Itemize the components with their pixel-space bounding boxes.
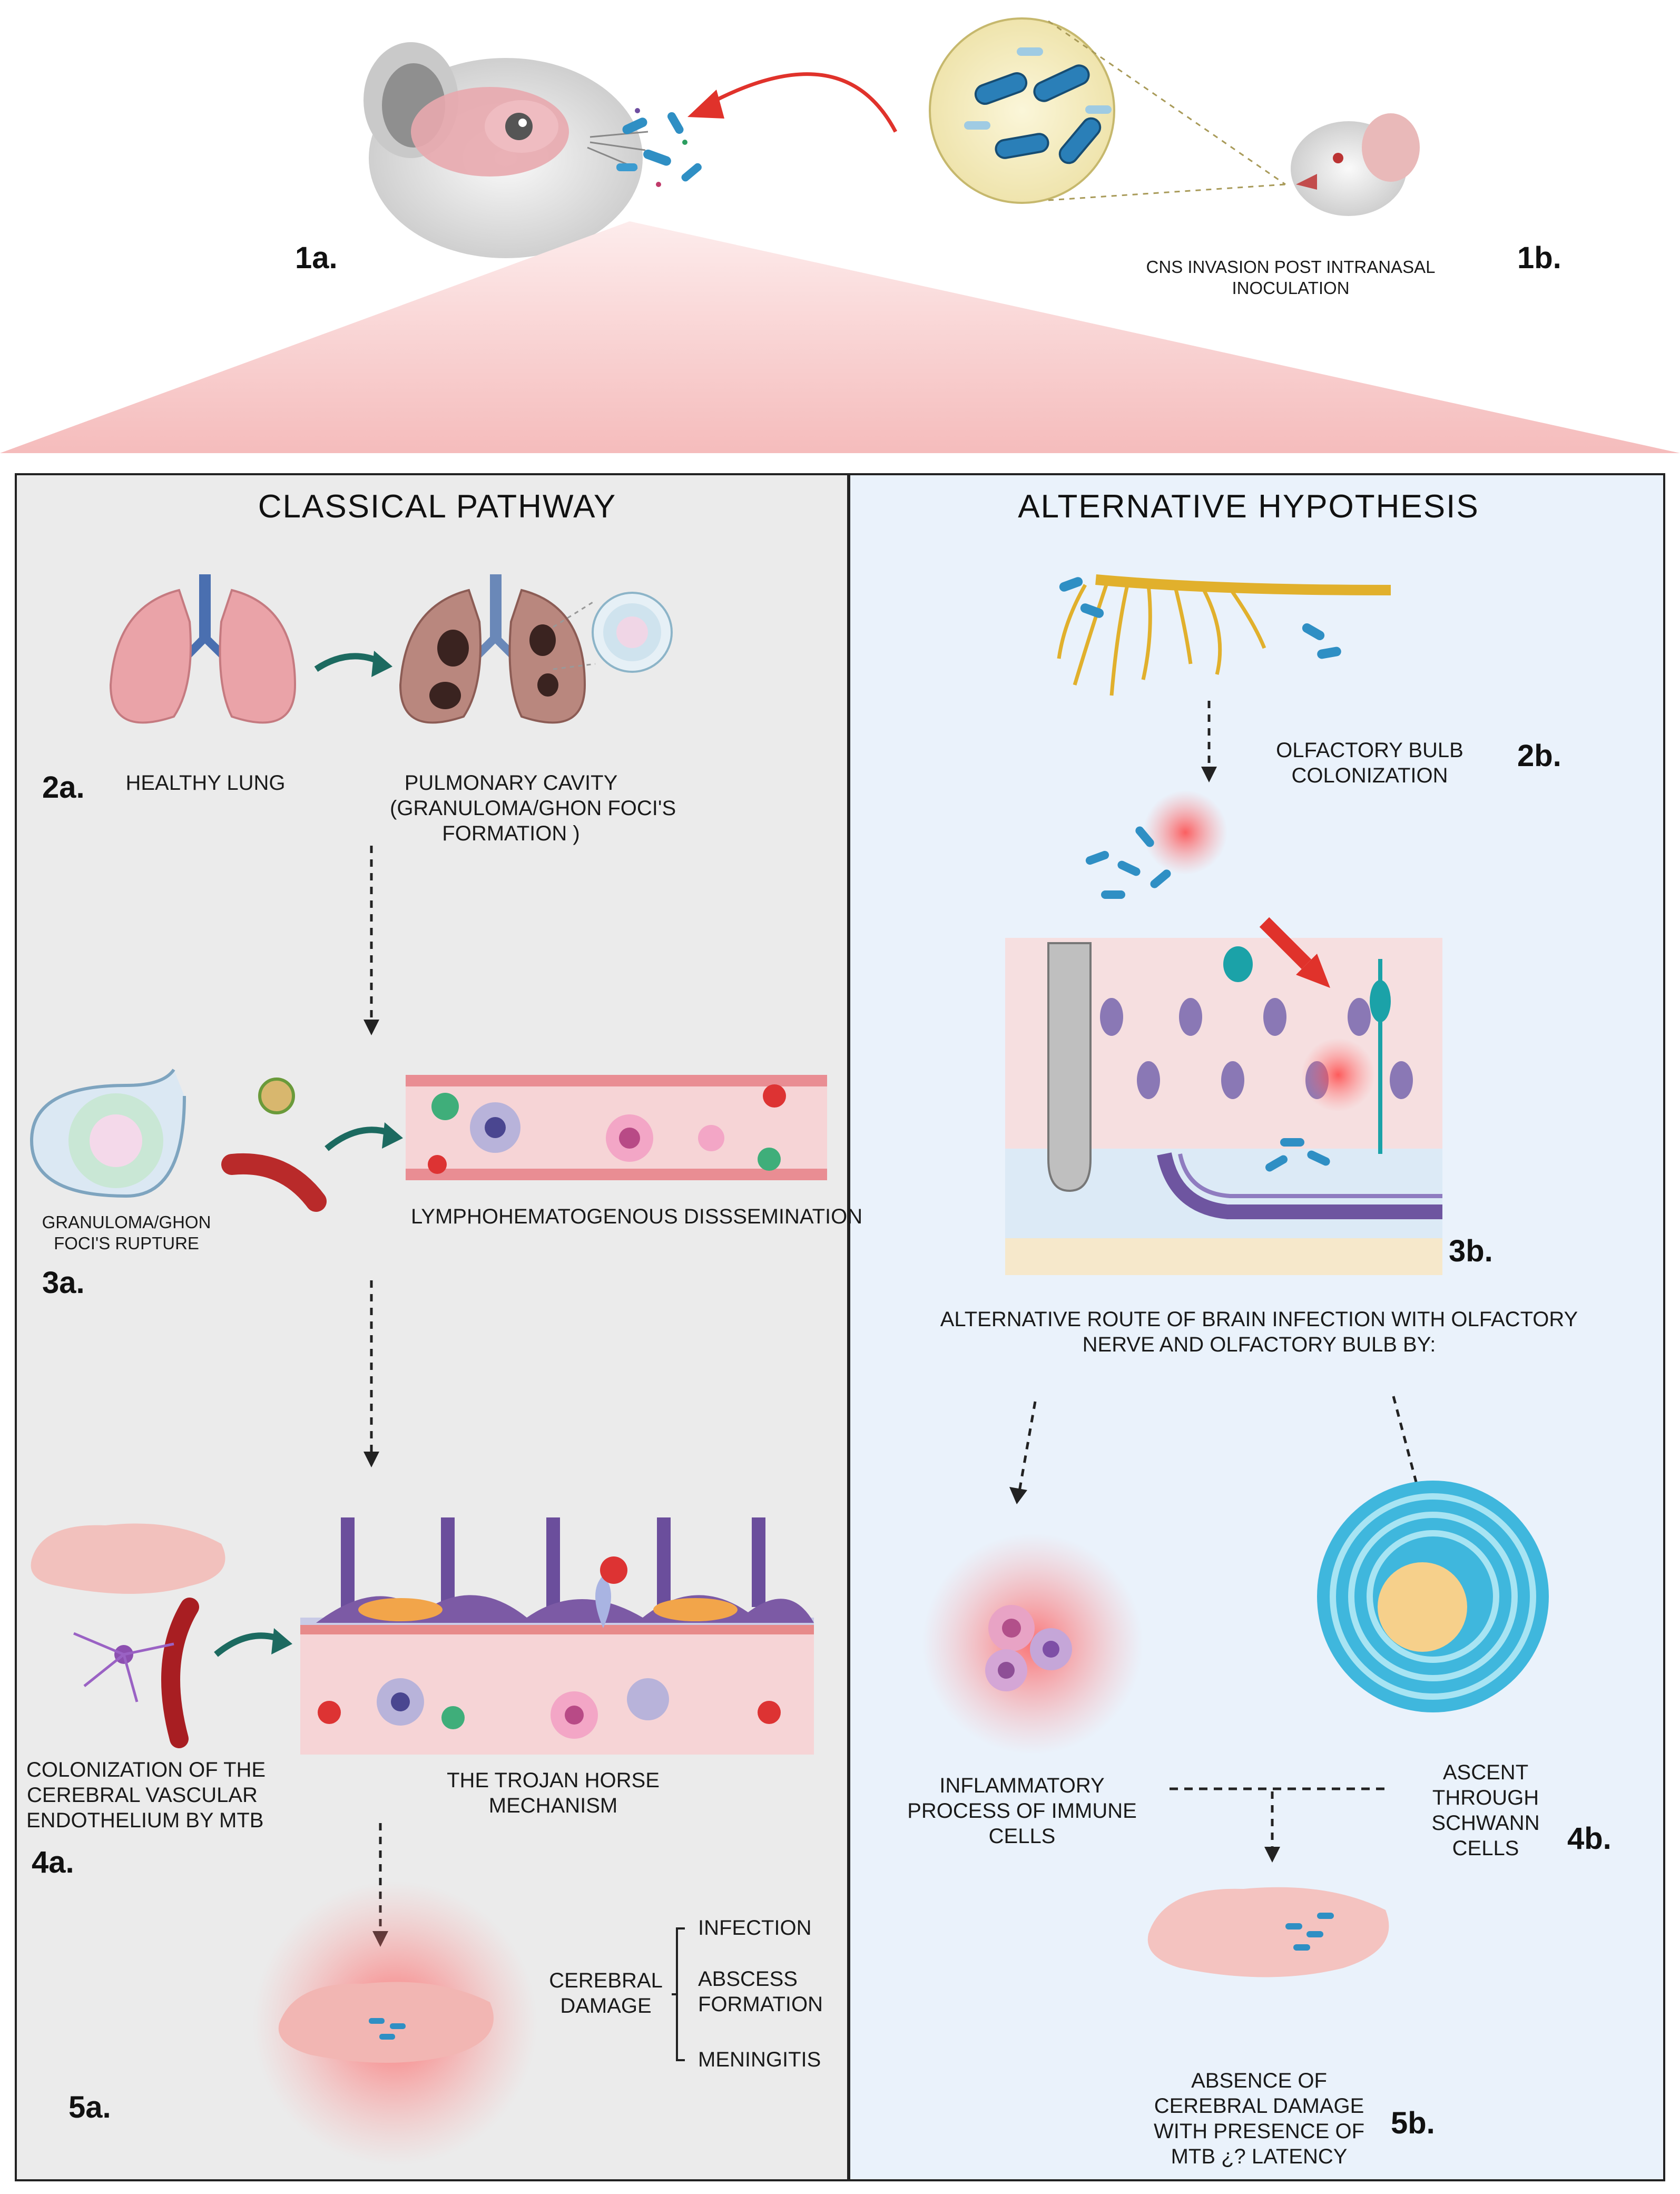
olfactory-bulb-label: OLFACTORY BULB COLONIZATION <box>1276 739 1463 787</box>
bacteria-icon <box>929 17 1115 204</box>
damage-item-formation: FORMATION <box>698 1993 823 2016</box>
step-label-1a: 1a. <box>295 241 338 275</box>
bacteria-icon <box>1085 826 1171 899</box>
dissemination-label: LYMPHOHEMATOGENOUS DISSSEMINATION <box>411 1205 863 1228</box>
step-label-5b: 5b. <box>1391 2106 1435 2140</box>
step-label-4b: 4b. <box>1567 1821 1612 1856</box>
granuloma-icon <box>553 592 673 673</box>
lung-icon <box>399 574 586 724</box>
rupture-label: GRANULOMA/GHON FOCI'S RUPTURE <box>42 1212 211 1253</box>
granuloma-icon <box>30 1069 186 1198</box>
step-label-5a: 5a. <box>68 2090 111 2124</box>
neuron-icon <box>73 1598 199 1748</box>
brain-icon <box>278 1982 494 2063</box>
mouse-icon <box>1291 113 1420 216</box>
step-label-4a: 4a. <box>32 1845 74 1879</box>
healthy-lung-label: HEALTHY LUNG <box>125 771 286 795</box>
schwann-cell-icon <box>1317 1481 1549 1712</box>
inflammatory-process-label: INFLAMMATORY PROCESS OF IMMUNE CELLS <box>907 1774 1137 1848</box>
absence-of-damage-label: ABSENCE OF CEREBRAL DAMAGE WITH PRESENCE… <box>1153 2069 1365 2168</box>
step-label-3b: 3b. <box>1449 1234 1493 1268</box>
classical-pathway-title: CLASSICAL PATHWAY <box>258 488 617 525</box>
ascent-label: ASCENT THROUGH SCHWANN CELLS <box>1431 1761 1540 1860</box>
olfactory-nerve-icon <box>1057 574 1391 696</box>
pulmonary-cavity-label: PULMONARY CAVITY (GRANULOMA/GHON FOCI'S … <box>390 771 676 845</box>
blood-vessel-icon <box>300 1517 814 1755</box>
alternative-route-label: ALTERNATIVE ROUTE OF BRAIN INFECTION WIT… <box>940 1308 1578 1356</box>
brain-icon <box>31 1523 225 1594</box>
bacteria-icon <box>616 108 702 187</box>
cerebral-damage-label: CEREBRAL DAMAGE <box>549 1969 663 2017</box>
cns-invasion-label: CNS INVASION POST INTRANASAL INOCULATION <box>1146 257 1436 298</box>
mouse-head-icon <box>363 42 649 258</box>
brain-icon <box>1147 1887 1389 1977</box>
immune-cell-icon <box>985 1605 1072 1691</box>
colonization-label: COLONIZATION OF THE CEREBRAL VASCULAR EN… <box>26 1758 266 1832</box>
damage-item-meningitis: MENINGITIS <box>698 2048 821 2071</box>
step-label-3a: 3a. <box>42 1266 85 1300</box>
damage-item-abscess: ABSCESS <box>698 1967 798 1991</box>
blood-vessel-icon <box>221 1078 327 1212</box>
step-label-2a: 2a. <box>42 770 85 805</box>
alternative-hypothesis-title: ALTERNATIVE HYPOTHESIS <box>1018 488 1479 525</box>
olfactory-epithelium <box>1005 938 1442 1275</box>
damage-item-infection: INFECTION <box>698 1916 812 1940</box>
step-label-1b: 1b. <box>1517 241 1561 275</box>
lung-icon <box>109 574 297 724</box>
step-label-2b: 2b. <box>1517 739 1561 773</box>
trojan-horse-label: THE TROJAN HORSE MECHANISM <box>447 1769 660 1817</box>
blood-vessel-icon <box>406 1075 827 1180</box>
